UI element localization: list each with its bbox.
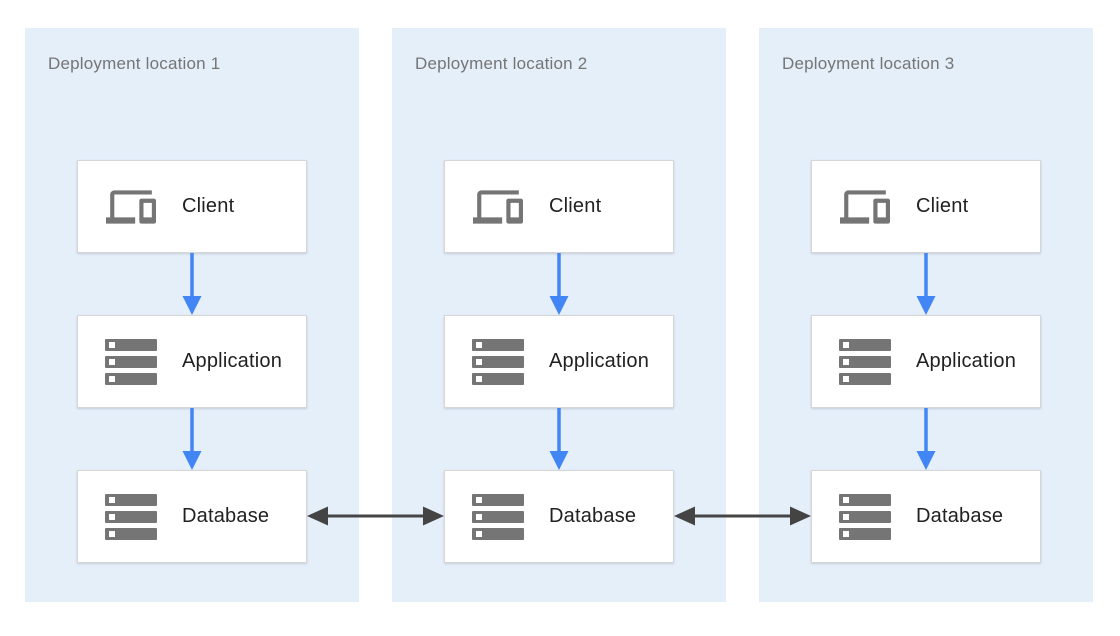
deployment-panel-3: Deployment location 3 Client bbox=[759, 28, 1093, 602]
node-application-1: Application bbox=[77, 315, 307, 408]
node-database-2: Database bbox=[444, 470, 674, 563]
server-stack-icon bbox=[469, 338, 527, 385]
node-label: Application bbox=[916, 350, 1017, 372]
devices-icon-path bbox=[840, 189, 890, 224]
devices-icon-path bbox=[473, 189, 523, 224]
panel-title: Deployment location 3 bbox=[782, 54, 955, 73]
node-database-1: Database bbox=[77, 470, 307, 563]
deployment-panel-2: Deployment location 2 Client bbox=[392, 28, 726, 602]
node-client-3: Client bbox=[811, 160, 1041, 253]
devices-icon bbox=[102, 182, 160, 232]
server-stack-icon bbox=[836, 493, 894, 540]
server-stack-icon bbox=[469, 493, 527, 540]
node-label: Application bbox=[182, 350, 283, 372]
deployment-panel-1: Deployment location 1 Client bbox=[25, 28, 359, 602]
node-label: Database bbox=[916, 505, 1004, 527]
node-application-3: Application bbox=[811, 315, 1041, 408]
node-label: Client bbox=[916, 195, 969, 217]
node-label: Client bbox=[549, 195, 602, 217]
server-stack-icon bbox=[836, 338, 894, 385]
node-label: Application bbox=[549, 350, 650, 372]
devices-icon bbox=[469, 182, 527, 232]
node-label: Database bbox=[182, 505, 270, 527]
node-label: Client bbox=[182, 195, 235, 217]
server-stack-icon bbox=[102, 338, 160, 385]
node-label: Database bbox=[549, 505, 637, 527]
node-database-3: Database bbox=[811, 470, 1041, 563]
panel-title: Deployment location 2 bbox=[415, 54, 588, 73]
node-client-2: Client bbox=[444, 160, 674, 253]
devices-icon bbox=[836, 182, 894, 232]
server-stack-icon bbox=[102, 493, 160, 540]
devices-icon-path bbox=[106, 189, 156, 224]
node-application-2: Application bbox=[444, 315, 674, 408]
node-client-1: Client bbox=[77, 160, 307, 253]
panel-title: Deployment location 1 bbox=[48, 54, 221, 73]
